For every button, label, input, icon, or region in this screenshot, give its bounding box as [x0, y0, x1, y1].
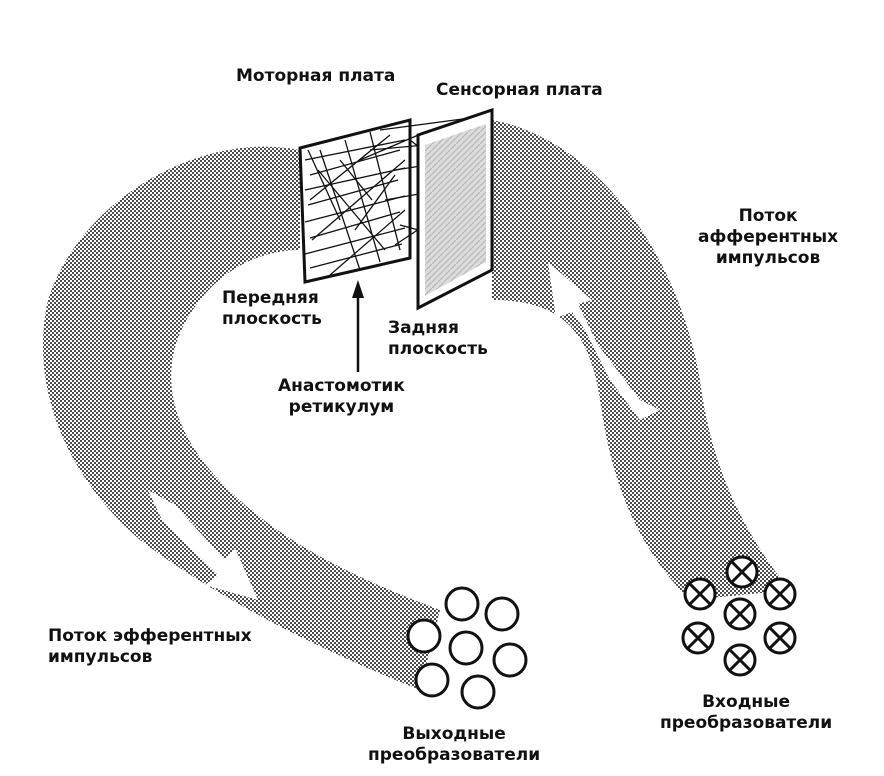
afferent-flow-line-3: импульсов [715, 248, 821, 268]
back-plane-line-2: плоскость [388, 339, 488, 359]
input-transducer [723, 643, 757, 677]
output-transducer [414, 662, 450, 698]
efferent-flow-line-1: Поток эфферентных [48, 626, 252, 646]
motor-plate-label: Моторная плата [236, 66, 396, 86]
afferent-arrow [548, 262, 660, 420]
reticulum-pointer [352, 280, 364, 372]
sensor-plate [416, 107, 494, 311]
input-transducers-label: Входные преобразователи [660, 692, 832, 734]
front-plane-label: Передняя плоскость [222, 288, 322, 330]
efferent-arrow [148, 490, 258, 600]
output-transducer [492, 642, 528, 678]
input-transducer [725, 555, 759, 589]
sensor-plate-label: Сенсорная плата [436, 80, 603, 100]
output-transducer [444, 586, 480, 622]
output-transducer [460, 674, 496, 710]
front-plane-line-1: Передняя [222, 288, 319, 308]
input-transducers [681, 555, 797, 677]
input-transducers-line-2: преобразователи [660, 713, 833, 733]
afferent-flow-line-1: Поток [738, 206, 798, 226]
input-transducer [681, 621, 715, 655]
back-plane-label: Задняя плоскость [388, 318, 488, 360]
reticulum-line-2: ретикулум [288, 397, 395, 417]
reticulum-label: Анастомотик ретикулум [278, 376, 405, 418]
input-transducer [763, 577, 797, 611]
input-transducer [683, 577, 717, 611]
efferent-flow-line-2: импульсов [48, 647, 153, 667]
afferent-flow-label: Поток афферентных импульсов [698, 206, 838, 269]
afferent-flow-line-2: афферентных [698, 227, 839, 247]
reticulum-line-1: Анастомотик [278, 376, 405, 396]
output-transducers-line-2: преобразователи [368, 745, 541, 765]
afferent-band [492, 120, 790, 600]
output-transducer [448, 630, 484, 666]
motor-plate [298, 118, 412, 284]
input-transducer [763, 621, 797, 655]
output-transducers [406, 586, 528, 710]
front-plane-line-2: плоскость [222, 309, 322, 329]
efferent-band [42, 146, 440, 691]
output-transducer [484, 596, 520, 632]
back-plane-line-1: Задняя [388, 318, 459, 338]
output-transducers-line-1: Выходные [402, 724, 506, 744]
input-transducer [723, 597, 757, 631]
output-transducer [406, 618, 442, 654]
input-transducers-line-1: Входные [702, 692, 791, 712]
output-transducers-label: Выходные преобразователи [368, 724, 540, 766]
efferent-flow-label: Поток эфферентных импульсов [48, 626, 252, 668]
